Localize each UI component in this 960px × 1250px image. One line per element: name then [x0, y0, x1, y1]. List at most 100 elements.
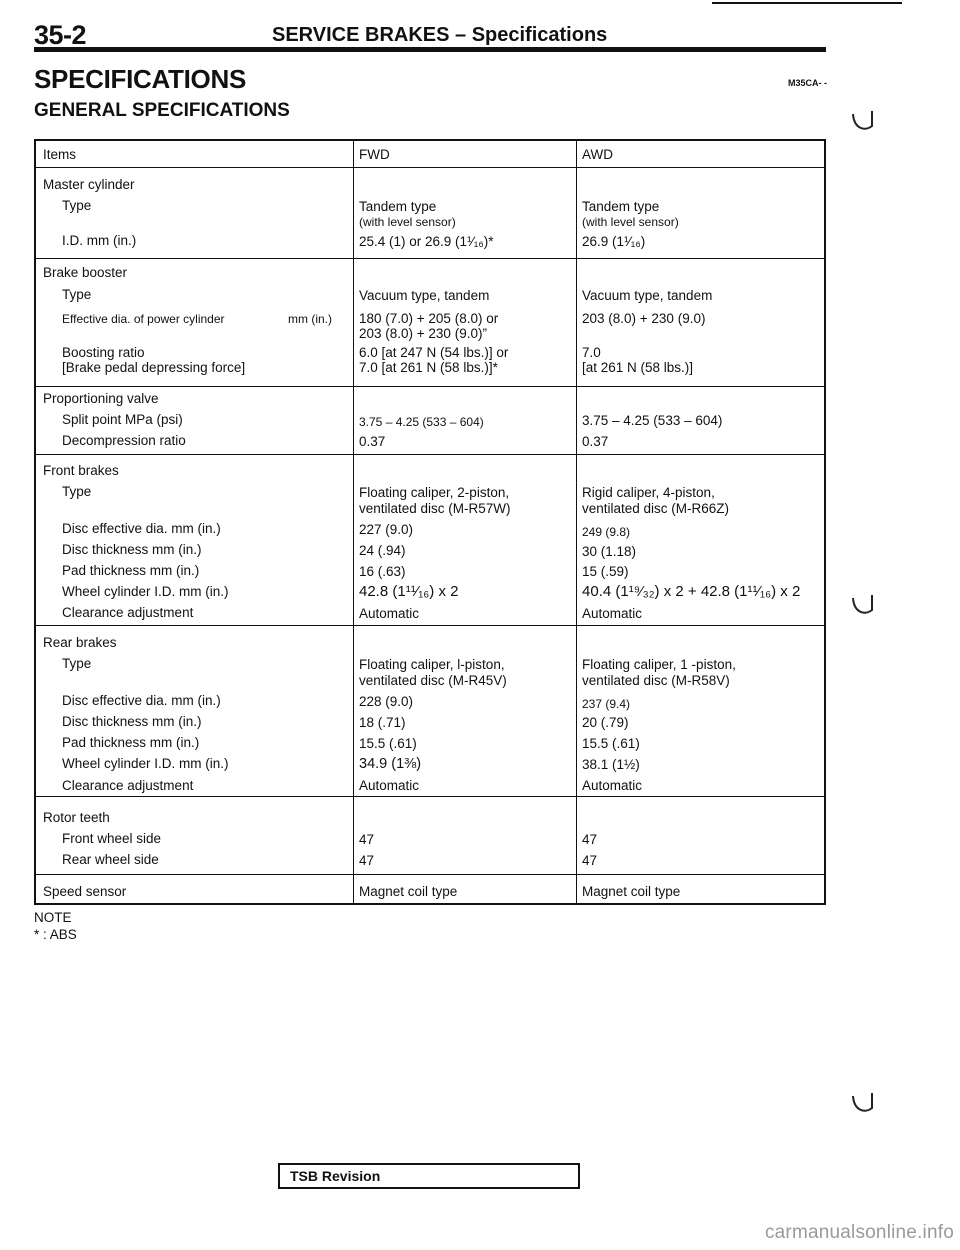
awd-value: Automatic — [582, 606, 643, 621]
fwd-value: ventilated disc (M-R45V) — [359, 673, 507, 688]
awd-value: 40.4 (1¹⁹⁄₃₂) x 2 + 42.8 (1¹¹⁄₁₆) x 2 — [582, 583, 801, 600]
column-divider — [353, 141, 354, 903]
page-header-title: SERVICE BRAKES – Specifications — [272, 24, 608, 46]
item-label: Pad thickness mm (in.) — [62, 735, 200, 750]
awd-value: 203 (8.0) + 230 (9.0) — [582, 311, 706, 326]
column-divider — [576, 141, 577, 903]
fwd-value: 3.75 – 4.25 (533 – 604) — [359, 415, 484, 429]
awd-value: 249 (9.8) — [582, 525, 631, 539]
fwd-value: 228 (9.0) — [359, 694, 414, 709]
fwd-value: 0.37 — [359, 434, 386, 449]
awd-value: 3.75 – 4.25 (533 – 604) — [582, 413, 723, 428]
item-unit: mm (in.) — [288, 312, 332, 326]
item-label: Wheel cylinder I.D. mm (in.) — [62, 584, 229, 599]
item-label: I.D. mm (in.) — [62, 233, 137, 248]
awd-value: Tandem type — [582, 199, 660, 214]
specifications-table: Items FWD AWD Master cylinder Type Tande… — [34, 139, 826, 905]
binding-hook-icon — [852, 1093, 873, 1112]
item-label: Type — [62, 484, 92, 499]
subsection-title: GENERAL SPECIFICATIONS — [34, 100, 290, 121]
fwd-value: Vacuum type, tandem — [359, 288, 490, 303]
item-label: Front wheel side — [62, 831, 162, 846]
item-label: Pad thickness mm (in.) — [62, 563, 200, 578]
fwd-value: 34.9 (1⅜) — [359, 756, 422, 772]
awd-value: 237 (9.4) — [582, 697, 631, 711]
fwd-value: 7.0 [at 261 N (58 lbs.)]* — [359, 360, 498, 375]
awd-value: 47 — [582, 853, 598, 868]
reference-code: M35CA- - — [788, 78, 828, 88]
group-divider — [36, 454, 824, 455]
item-label: Clearance adjustment — [62, 605, 194, 620]
awd-value: 0.37 — [582, 434, 609, 449]
group-title: Rotor teeth — [43, 810, 110, 825]
item-label: Wheel cylinder I.D. mm (in.) — [62, 756, 229, 771]
group-divider — [36, 874, 824, 875]
fwd-value: 16 (.63) — [359, 564, 406, 579]
awd-value: 26.9 (1¹⁄₁₆) — [582, 234, 646, 249]
item-label: Type — [62, 656, 92, 671]
item-label: Type — [62, 198, 92, 213]
fwd-value: 25.4 (1) or 26.9 (1¹⁄₁₆)* — [359, 234, 494, 249]
awd-value: ventilated disc (M-R66Z) — [582, 501, 730, 516]
item-label: Effective dia. of power cylinder — [62, 312, 225, 326]
section-title: SPECIFICATIONS — [34, 64, 247, 94]
watermark: carmanualsonline.info — [764, 1222, 954, 1243]
column-header-items: Items — [43, 147, 77, 162]
header-row-divider — [36, 167, 824, 168]
fwd-value: 227 (9.0) — [359, 522, 414, 537]
page-number: 35-2 — [34, 20, 87, 50]
fwd-value: 47 — [359, 832, 375, 847]
item-label: Disc effective dia. mm (in.) — [62, 521, 221, 536]
awd-value: 30 (1.18) — [582, 544, 637, 559]
note-text: * : ABS — [34, 927, 77, 942]
fwd-value: ventilated disc (M-R57W) — [359, 501, 511, 516]
group-title: Rear brakes — [43, 635, 117, 650]
awd-value: (with level sensor) — [582, 215, 679, 229]
fwd-value: 24 (.94) — [359, 543, 406, 558]
fwd-value: 180 (7.0) + 205 (8.0) or — [359, 311, 499, 326]
awd-value: Rigid caliper, 4-piston, — [582, 485, 715, 500]
group-title: Proportioning valve — [43, 391, 159, 406]
group-divider — [36, 258, 824, 259]
fwd-value: 42.8 (1¹¹⁄₁₆) x 2 — [359, 583, 459, 600]
fwd-value: Floating caliper, 2-piston, — [359, 485, 510, 500]
item-label: Rear wheel side — [62, 852, 159, 867]
item-label: Speed sensor — [43, 884, 127, 899]
item-label: Decompression ratio — [62, 433, 186, 448]
awd-value: 15.5 (.61) — [582, 736, 640, 751]
fwd-value: 15.5 (.61) — [359, 736, 417, 751]
fwd-value: Tandem type — [359, 199, 437, 214]
group-title: Front brakes — [43, 463, 119, 478]
group-divider — [36, 386, 824, 387]
awd-value: Floating caliper, 1 -piston, — [582, 657, 736, 672]
binding-hook-icon — [852, 595, 873, 614]
awd-value: 7.0 — [582, 345, 601, 360]
tsb-revision-label: TSB Revision — [290, 1168, 381, 1184]
note-label: NOTE — [34, 910, 72, 925]
column-header-awd: AWD — [582, 147, 613, 162]
item-label: Type — [62, 287, 92, 302]
awd-value: ventilated disc (M-R58V) — [582, 673, 730, 688]
group-title: Master cylinder — [43, 177, 135, 192]
fwd-value: Automatic — [359, 778, 420, 793]
awd-value: Magnet coil type — [582, 884, 681, 899]
item-label: Clearance adjustment — [62, 778, 194, 793]
awd-value: 38.1 (1½) — [582, 757, 640, 772]
fwd-value: Floating caliper, l-piston, — [359, 657, 505, 672]
fwd-value: 6.0 [at 247 N (54 lbs.)] or — [359, 345, 509, 360]
awd-value: Vacuum type, tandem — [582, 288, 713, 303]
header-divider — [34, 47, 826, 52]
fwd-value: 18 (.71) — [359, 715, 406, 730]
awd-value: [at 261 N (58 lbs.)] — [582, 360, 694, 375]
awd-value: Automatic — [582, 778, 643, 793]
awd-value: 15 (.59) — [582, 564, 629, 579]
column-header-fwd: FWD — [359, 147, 390, 162]
awd-value: 47 — [582, 832, 598, 847]
fwd-value: (with level sensor) — [359, 215, 456, 229]
binding-hook-icon — [852, 111, 873, 130]
top-rule — [712, 2, 902, 4]
item-label: Boosting ratio — [62, 345, 145, 360]
fwd-value: 47 — [359, 853, 375, 868]
tsb-revision-box: TSB Revision — [278, 1163, 580, 1189]
fwd-value: Magnet coil type — [359, 884, 458, 899]
